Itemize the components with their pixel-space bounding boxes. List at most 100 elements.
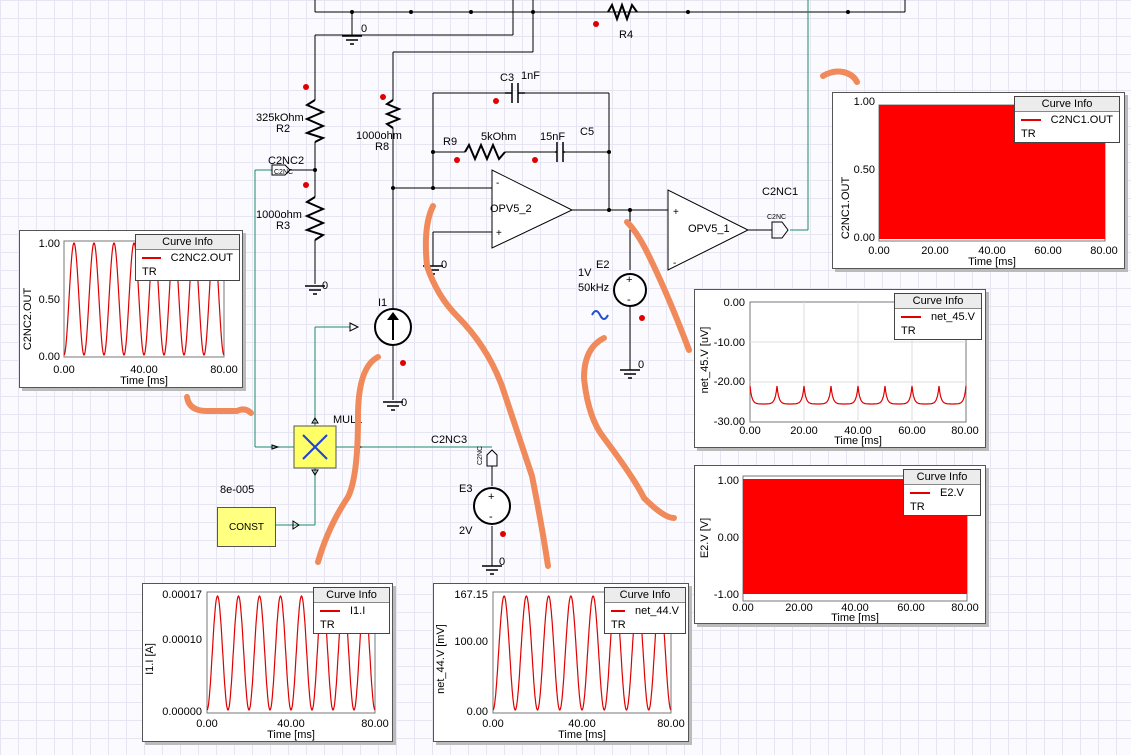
e2-freq: 50kHz [578, 282, 609, 294]
plot-c2nc2-legend[interactable]: Curve Info C2NC2.OUT TR [135, 234, 240, 281]
c2nc1-label: C2NC1 [762, 186, 798, 198]
svg-text:+: + [488, 491, 494, 503]
junction-dots [313, 10, 850, 212]
plot-c2nc2-xtick-1: 0.00 [53, 364, 74, 376]
resistor-r3[interactable] [304, 196, 326, 241]
r9-label: R9 [443, 136, 457, 148]
capacitor-c3[interactable] [505, 83, 525, 103]
opamp-opv5-1[interactable] [667, 189, 750, 271]
c2nc3-label: C2NC3 [431, 434, 467, 446]
plot-c2nc2-ytick-3: 0.00 [39, 351, 60, 363]
plot-c2nc1-xtick-1: 0.00 [868, 245, 889, 257]
plot-net44-xlabel: Time [ms] [558, 729, 606, 741]
plot-c2nc2-xtick-2: 40.00 [130, 364, 158, 376]
plot-net45-xtick-1: 0.00 [739, 425, 760, 437]
red-pin-dots [303, 21, 645, 537]
plot-e2-xtick-3: 40.00 [841, 602, 869, 614]
plot-net44-xtick-2: 40.00 [568, 718, 596, 730]
const-block[interactable]: CONST [217, 507, 276, 547]
plot-net45-legend[interactable]: Curve Info net_45.V TR [894, 293, 982, 340]
c5-value: 15nF [540, 131, 565, 143]
plot-e2-ylabel: E2.V [V] [699, 518, 711, 558]
legend-swatch [142, 257, 161, 259]
svg-text:+: + [626, 274, 632, 286]
plot-net45-xtick-2: 20.00 [790, 425, 818, 437]
legend-entry: I1.I [350, 605, 366, 617]
plot-c2nc2-ytick-2: 0.50 [39, 294, 60, 306]
plot-c2nc1-ytick-2: 0.50 [854, 164, 875, 176]
arrow-mul-in [271, 444, 280, 450]
plot-net44[interactable]: net_44.V [mV] 167.15 100.00 0.00 0.00 40… [433, 583, 689, 742]
net-zero-top: 0 [361, 23, 367, 35]
legend-title: Curve Info [895, 294, 981, 309]
c2nc2-label: C2NC2 [268, 155, 304, 167]
r8-value: 1000ohm [356, 130, 402, 142]
net-zero-opv: 0 [441, 259, 447, 271]
capacitor-c5[interactable] [555, 142, 565, 162]
r4-label: R4 [619, 29, 633, 41]
current-source-i1[interactable] [374, 308, 412, 346]
plot-e2-ytick-2: 0.00 [718, 532, 739, 544]
opamp-opv5-2[interactable] [491, 169, 574, 249]
ground-symbols [305, 35, 640, 575]
c2nc3-sub: C2NC [477, 446, 484, 465]
resistor-r4[interactable] [607, 2, 638, 22]
plot-c2nc1[interactable]: C2NC1.OUT 1.00 0.50 0.00 0.00 20.00 40.0… [832, 92, 1125, 269]
plot-net44-xtick-3: 80.00 [657, 718, 685, 730]
comparator-c2nc1[interactable] [771, 221, 789, 239]
c2nc1-sub: C2NC [767, 214, 786, 221]
plot-net45-xtick-5: 80.00 [951, 425, 979, 437]
plot-e2-xtick-1: 0.00 [732, 602, 753, 614]
plot-net45-ytick-3: -20.00 [714, 376, 745, 388]
r2-label: R2 [276, 123, 290, 135]
legend-entry: C2NC2.OUT [170, 252, 233, 264]
opv5-2-plus: + [496, 228, 502, 239]
c3-label: C3 [500, 72, 514, 84]
voltage-source-e3[interactable]: +- [473, 487, 511, 525]
e2-amp: 1V [578, 267, 592, 279]
plot-net44-ytick-2: 100.00 [454, 636, 488, 648]
comparator-c2nc2[interactable] [271, 164, 291, 176]
plot-i1-xlabel: Time [ms] [267, 729, 315, 741]
resistor-r8[interactable] [384, 99, 402, 129]
plot-c2nc2-xlabel: Time [ms] [120, 375, 168, 387]
plot-c2nc1-legend[interactable]: Curve Info C2NC1.OUT TR [1014, 96, 1120, 143]
plot-net44-ylabel: net_44.V [mV] [435, 624, 447, 694]
arrow-const [292, 520, 300, 530]
voltage-source-e2[interactable]: +- [613, 273, 647, 307]
r3-value: 1000ohm [256, 209, 302, 221]
legend-tr: TR [142, 266, 157, 278]
legend-entry: C2NC1.OUT [1050, 114, 1113, 126]
plot-net44-legend[interactable]: Curve Info net_44.V TR [604, 587, 686, 634]
resistor-r2[interactable] [304, 99, 326, 143]
plot-i1-ytick-1: 0.00017 [162, 589, 202, 601]
legend-title: Curve Info [314, 588, 389, 603]
c5-label: C5 [580, 126, 594, 138]
plot-net44-ytick-1: 167.15 [454, 589, 488, 601]
comparator-c2nc3[interactable] [486, 449, 498, 467]
plot-e2[interactable]: E2.V [V] 1.00 0.00 -1.00 0.00 20.00 40.0… [694, 465, 986, 624]
plot-c2nc1-xtick-4: 60.00 [1034, 245, 1062, 257]
net-zero-i1: 0 [401, 397, 407, 409]
plot-e2-xtick-2: 20.00 [785, 602, 813, 614]
plot-i1-ylabel: I1.I [A] [144, 643, 156, 675]
plot-c2nc2-ytick-1: 1.00 [39, 238, 60, 250]
plot-i1-legend[interactable]: Curve Info I1.I TR [313, 587, 390, 634]
plot-i1[interactable]: I1.I [A] 0.00017 0.00010 0.00000 0.00 40… [142, 583, 393, 742]
plot-net45[interactable]: net_45.V [uV] 0.00 -10.00 -20.00 -30.00 … [694, 289, 986, 448]
const-label: CONST [229, 521, 264, 533]
plot-net45-ytick-4: -30.00 [714, 416, 745, 428]
plot-e2-legend[interactable]: Curve Info E2.V TR [903, 469, 981, 516]
plot-net45-ytick-1: 0.00 [724, 297, 745, 309]
legend-tr: TR [320, 619, 335, 631]
multiplier-mul1[interactable] [293, 425, 337, 469]
resistor-r9[interactable] [464, 142, 506, 162]
plot-c2nc2[interactable]: C2NC2.OUT 1.00 0.50 0.00 0.00 40.00 80.0… [19, 230, 243, 388]
plot-net45-xlabel: Time [ms] [834, 435, 882, 447]
r9-value: 5kOhm [481, 131, 516, 143]
e2-label: E2 [596, 259, 609, 271]
legend-tr: TR [1021, 128, 1036, 140]
arrow-mul-up [311, 417, 319, 424]
legend-swatch [320, 610, 340, 612]
